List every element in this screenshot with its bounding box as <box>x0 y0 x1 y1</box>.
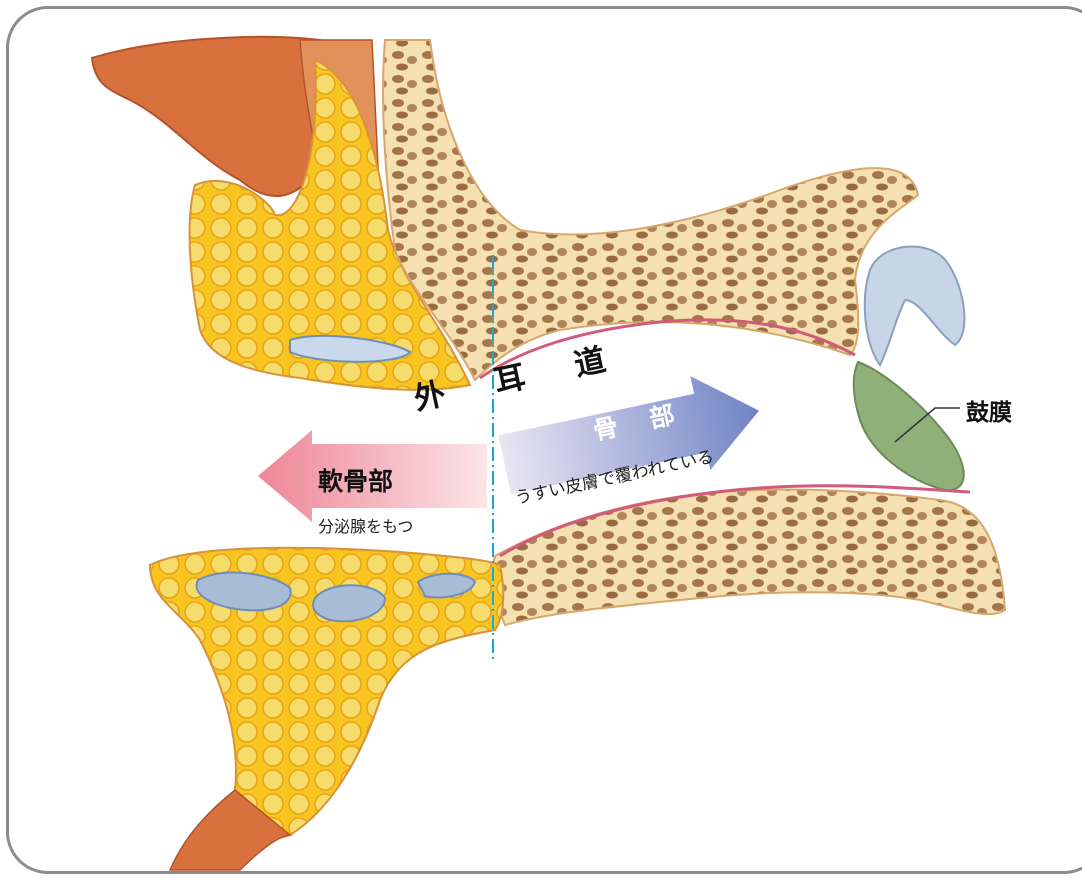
upper-bone <box>383 40 918 380</box>
eardrum <box>854 362 964 490</box>
eardrum-label: 鼓膜 <box>966 393 1012 427</box>
muscle-upper <box>92 37 330 196</box>
lower-bone <box>493 490 1005 625</box>
ossicle <box>865 247 965 365</box>
cartilage-part-label: 軟骨部 <box>318 462 393 498</box>
cartilage-part-note: 分泌腺をもつ <box>318 513 413 537</box>
